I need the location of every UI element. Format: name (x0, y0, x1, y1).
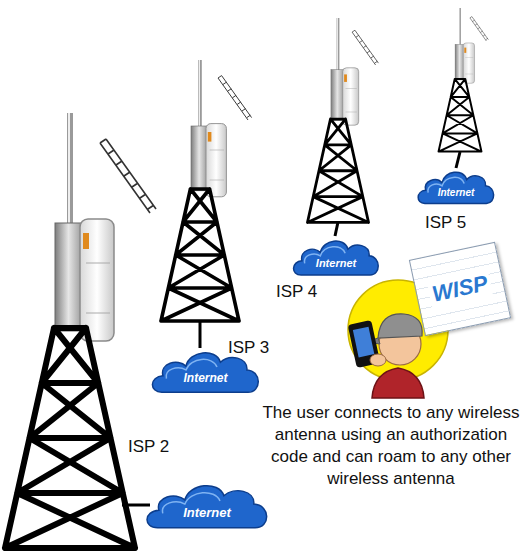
isp-label: ISP 5 (425, 212, 466, 234)
cloud-label: Internet (183, 371, 227, 385)
internet-cloud: Internet (415, 162, 497, 208)
internet-cloud: Internet (290, 230, 382, 280)
card-title: WISP (427, 270, 493, 308)
tower-isp5 (439, 8, 489, 152)
tower-isp4 (307, 18, 378, 222)
isp-label: ISP 2 (128, 436, 169, 458)
cloud-label: Internet (316, 257, 356, 269)
tower-isp2 (5, 113, 156, 548)
isp-label: ISP 3 (228, 337, 269, 359)
cloud-outline (290, 230, 382, 280)
internet-cloud: Internet (142, 472, 272, 534)
isp-label: ISP 4 (276, 281, 317, 303)
cloud-outline (415, 162, 497, 208)
cloud-label: Internet (438, 187, 475, 198)
tower-isp3 (161, 60, 252, 321)
wisp-card: WISP (409, 242, 511, 337)
note-text: The user connects to any wireless antenn… (262, 402, 520, 490)
cloud-label: Internet (183, 505, 231, 520)
cloud-outline (142, 472, 272, 534)
